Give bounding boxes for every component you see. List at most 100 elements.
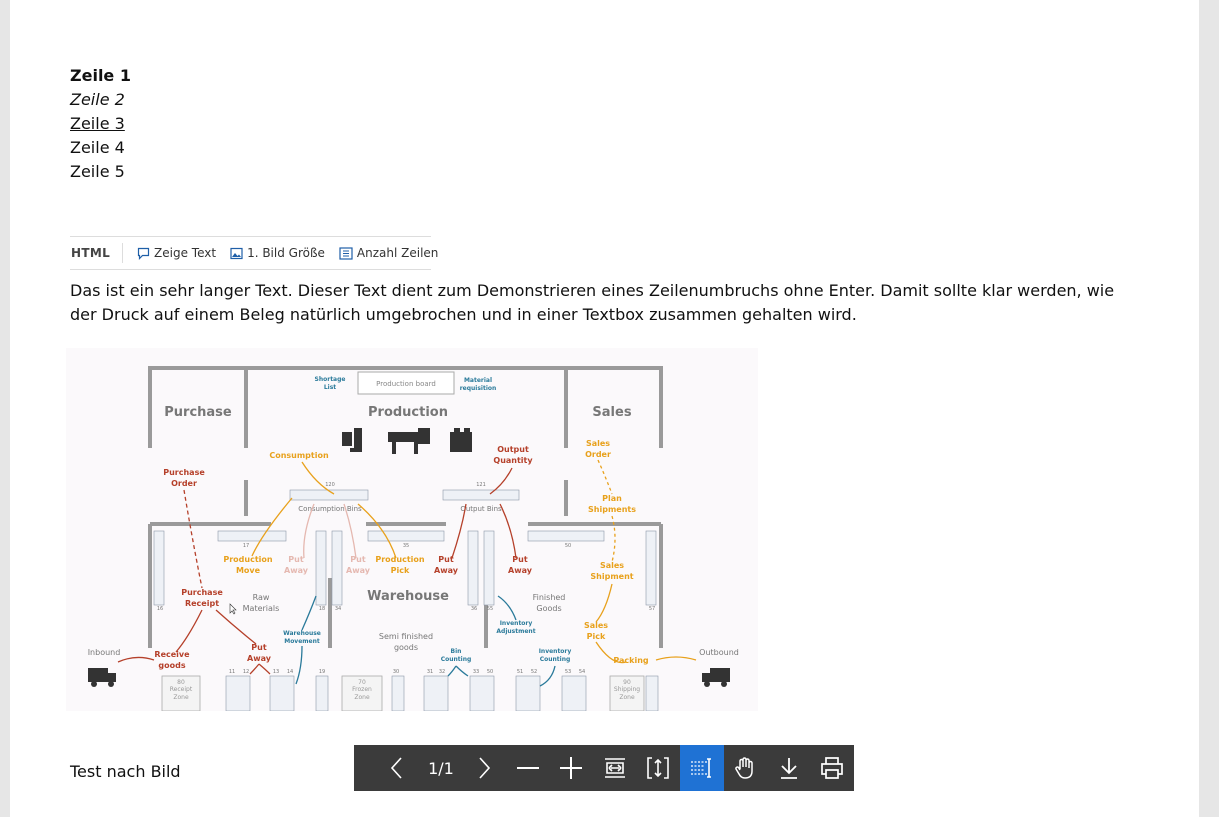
label-production-move-1: Production [223,555,273,564]
label-production-pick-2: Pick [391,566,410,575]
label-sales-pick-2: Pick [587,632,606,641]
label-frozen-zone-2: Zone [354,694,370,701]
minus-icon [516,767,539,769]
label-semi-2: goods [394,643,418,652]
download-button[interactable] [767,745,810,791]
label-packing: Packing [613,656,649,665]
after-image-text: Test nach Bild [70,762,181,781]
label-sales-pick-1: Sales [584,621,608,630]
label-wh-move-2: Movement [284,638,320,645]
next-page-button[interactable] [463,745,506,791]
hand-tool-button[interactable] [724,745,767,791]
label-material: Material [464,377,492,384]
html-toolbar: HTML Zeige Text 1. Bild Größe Anzahl Zei… [70,236,438,270]
label-inv-adj-2: Adjustment [496,628,535,635]
label-receive-1: Receive [154,650,190,659]
line-italic: Zeile 2 [70,90,125,109]
show-text-button[interactable]: Zeige Text [137,246,216,260]
label-120: 120 [325,482,335,488]
label-50: 50 [565,543,571,549]
label-purchase-receipt-2: Receipt [185,599,219,608]
label-55: 55 [487,606,493,612]
label-outbound: Outbound [699,648,739,657]
label-raw-2: Materials [243,604,280,613]
image-size-button[interactable]: 1. Bild Größe [230,246,325,260]
label-plan: Plan [602,494,622,503]
line-underline: Zeile 3 [70,114,125,133]
label-54: 54 [579,669,585,675]
label-17: 17 [243,543,249,549]
label-33: 33 [473,669,479,675]
bin-racks [153,489,659,711]
label-away-2: Away [346,566,371,575]
mouse-cursor-icon [229,603,237,615]
label-frozen-zone-1: Frozen [352,686,372,693]
zoom-in-button[interactable] [550,745,593,791]
speech-bubble-icon [137,247,150,260]
label-36: 36 [471,606,477,612]
label-put-2: Put [350,555,366,564]
plus-icon [560,757,583,779]
label-sales-shipment-2: Shipment [590,572,633,581]
line-list: Zeile 1 Zeile 2 Zeile 3 Zeile 4 Zeile 5 [70,64,131,184]
label-list: List [324,384,336,391]
image-icon [230,247,243,259]
room-sales: Sales [592,405,631,420]
label-shortage: Shortage [315,376,346,383]
zoom-out-button[interactable] [506,745,549,791]
fit-page-icon [647,757,670,779]
line-count-button[interactable]: Anzahl Zeilen [339,246,438,260]
label-put-3: Put [438,555,454,564]
download-icon [780,758,797,779]
line-count-label: Anzahl Zeilen [356,246,439,260]
label-finished-1: Finished [533,593,566,602]
chevron-right-icon [479,757,491,779]
label-57: 57 [649,606,655,612]
label-away-1: Away [284,566,309,575]
label-output-bins: Output Bins [460,505,502,513]
label-receive-2: goods [158,661,185,670]
show-text-label: Zeige Text [154,246,217,260]
label-inv-count-2: Counting [540,656,571,663]
label-put-1: Put [288,555,304,564]
label-90: 90 [623,679,631,686]
text-select-button[interactable] [680,745,724,791]
label-32: 32 [439,669,445,675]
label-14: 14 [287,669,293,675]
html-label[interactable]: HTML [70,243,124,263]
warehouse-diagram: Purchase Production Sales Shortage List … [88,366,739,711]
label-35: 35 [403,543,409,549]
label-51: 51 [517,669,523,675]
label-34: 34 [335,606,341,612]
room-production: Production [368,405,448,420]
label-18: 18 [319,606,325,612]
label-raw-1: Raw [253,593,270,602]
fit-width-button[interactable] [593,745,636,791]
text-select-icon [690,758,711,778]
label-sales-order-1: Sales [586,439,610,448]
label-purchase-order-1: Purchase [163,468,205,477]
label-finished-2: Goods [536,604,561,613]
previous-page-button[interactable] [376,745,419,791]
label-output: Output [497,445,529,454]
print-button[interactable] [811,745,854,791]
label-wh-move-1: Warehouse [283,630,321,637]
label-put-4: Put [512,555,528,564]
label-warehouse: Warehouse [367,589,449,604]
label-consumption-bins: Consumption Bins [298,505,362,513]
image-size-label: 1. Bild Größe [247,246,325,260]
label-70: 70 [358,679,366,686]
label-shipping-zone-2: Zone [619,694,635,701]
label-semi-1: Semi finished [379,632,433,641]
hand-icon [735,757,754,779]
line-count-icon [339,246,353,260]
print-icon [821,757,844,779]
document-page: Zeile 1 Zeile 2 Zeile 3 Zeile 4 Zeile 5 … [10,0,1199,817]
label-bin-count-1: Bin [451,648,462,655]
label-purchase-order-2: Order [171,479,197,488]
fit-page-button[interactable] [637,745,680,791]
label-receipt-zone-2: Zone [173,694,189,701]
label-sales-shipment-1: Sales [600,561,624,570]
label-away-4: Away [508,566,533,575]
label-production-board: Production board [376,380,436,388]
